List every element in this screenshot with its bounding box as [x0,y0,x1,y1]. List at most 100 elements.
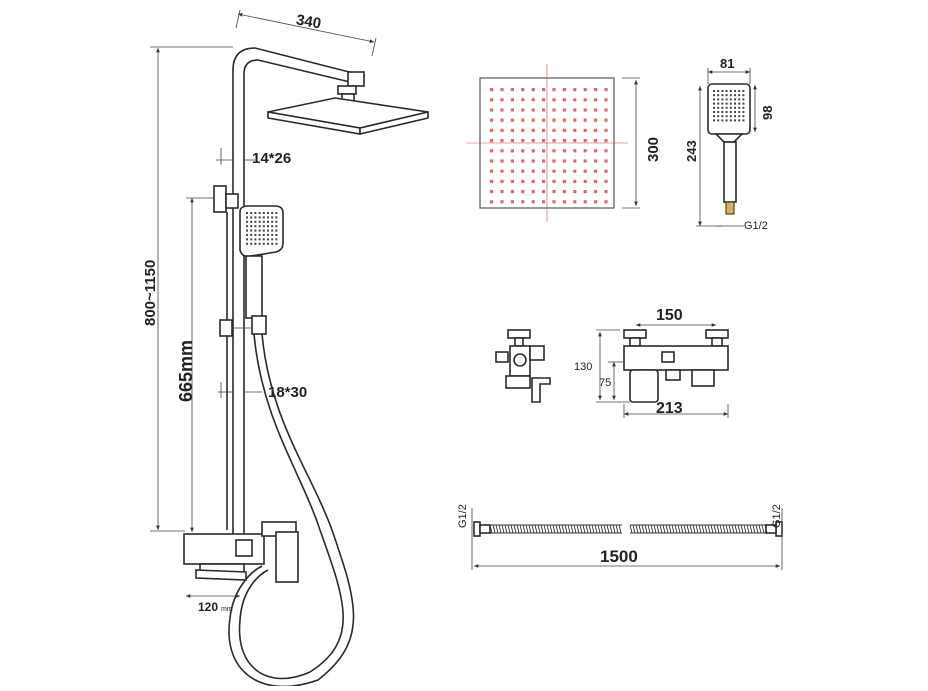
nozzle-dot [734,115,736,118]
side-handle-top [507,329,531,339]
nozzle-dot [721,102,724,105]
nozzle-dot [734,90,736,92]
hose-coil-stroke [540,524,544,534]
handheld-neck [714,133,744,143]
head-size-label: 300 [645,137,662,162]
nozzle-dot [604,88,608,92]
hose-coil-stroke [513,524,517,534]
hose-coil-stroke [635,524,639,534]
nozzle-dot [275,242,278,245]
nozzle-dot [275,225,278,228]
hose-coil-stroke [755,524,759,534]
nozzle-dot [725,106,728,109]
nozzle-dot [267,229,269,232]
hand-width-label: 81 [720,56,734,71]
nozzle-dot [604,190,608,194]
nozzle-dot [258,229,261,232]
nozzle-dot [254,212,257,214]
hose-coil-stroke [674,524,678,534]
nozzle-dot [521,108,525,112]
nozzle-dot [594,200,598,204]
side-inlet [495,351,509,363]
nozzle-dot [250,234,253,236]
hose-coil-stroke [531,524,535,534]
hose-coil-right [629,524,768,534]
hose-coil-stroke [537,524,541,534]
nozzle-dot [258,234,261,236]
nozzle-dot [729,119,732,122]
nozzle-dot [510,200,514,204]
side-handle-stem [514,337,524,347]
nozzle-dot [573,128,577,132]
nozzle-dot [267,234,269,236]
nozzle-dot [729,94,732,97]
hose-nut-left [473,521,481,537]
nozzle-dot [521,179,525,183]
front-stem-right [711,337,723,347]
nozzle-dot [271,225,274,228]
nozzle-dot [583,108,587,112]
slide-height-label: 665mm [176,340,196,402]
hose-coil-stroke [704,524,708,534]
hose-coil-stroke [698,524,702,534]
hose-coil-stroke [677,524,681,534]
nozzle-dot [573,118,577,122]
side-valve-circle [513,353,527,367]
nozzle-dot [254,216,257,219]
nozzle-dot [742,119,745,122]
hose-coil-stroke [525,524,529,534]
nozzle-dot [729,106,732,109]
hose-coil-stroke [710,524,714,534]
nozzle-dot [725,119,728,122]
nozzle-dot [531,98,535,102]
hose-coil-stroke [641,524,645,534]
nozzle-dot [531,159,535,163]
nozzle-dot [583,179,587,183]
nozzle-dot [742,90,745,92]
hose-coil-stroke [761,524,765,534]
front-lever [665,369,681,381]
hose-coil-stroke [764,524,768,534]
nozzle-dot [725,90,728,92]
nozzle-dot [258,238,261,241]
nozzle-dot [604,149,608,153]
nozzle-dot [725,111,728,113]
hose-coil-stroke [743,524,747,534]
nozzle-dot [552,159,556,163]
nozzle-dot [734,98,736,101]
nozzle-dot [271,238,274,241]
nozzle-dot [275,220,278,223]
nozzle-dot [250,216,253,219]
nozzle-dot [573,179,577,183]
nozzle-dot [583,200,587,204]
hose-coil-stroke [591,524,595,534]
nozzle-dot [531,88,535,92]
nozzle-dot [267,225,269,228]
side-lever [531,377,551,403]
nozzle-dot [542,169,546,173]
nozzle-dot [742,115,745,118]
hose-coil-stroke [516,524,520,534]
nozzle-dot [604,179,608,183]
hose-coil-stroke [585,524,589,534]
hose-coil-stroke [716,524,720,534]
hand-head-height-label: 98 [760,106,775,120]
hose-coil-stroke [749,524,753,534]
nozzle-dot [594,190,598,194]
hose-coil-stroke [558,524,562,534]
nozzle-dot [258,216,261,219]
nozzle-dot [262,238,265,241]
nozzle-dot [521,139,525,143]
hose-thread-left-label: G1/2 [457,504,469,528]
nozzle-dot [562,179,566,183]
nozzle-dot [552,149,556,153]
nozzle-dot [254,229,257,232]
hose-coil-stroke [692,524,696,534]
lower-slider-holder [251,315,267,335]
nozzle-dot [562,149,566,153]
nozzle-dot [531,139,535,143]
nozzle-dot [583,159,587,163]
nozzle-dot [742,98,745,101]
nozzle-dot [738,106,741,109]
